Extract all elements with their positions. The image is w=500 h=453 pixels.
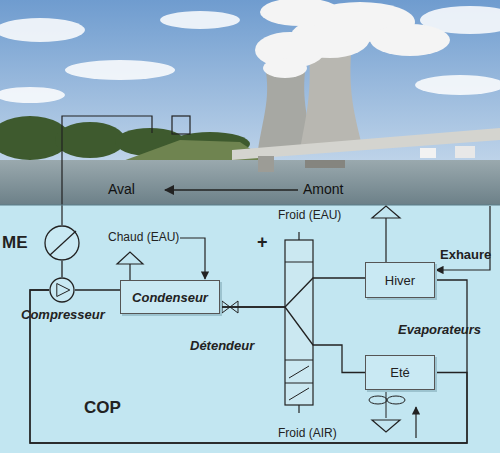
steam [263, 58, 307, 78]
pump-triangle [57, 284, 70, 297]
steam [260, 0, 340, 26]
circle-shape [50, 278, 74, 302]
tree [55, 122, 125, 158]
evaporator-box: Hiver [365, 262, 435, 298]
bridge-deck [232, 128, 500, 160]
clouds [0, 6, 500, 103]
pipe-label: Exhaure [440, 247, 491, 262]
fan-shaft [386, 390, 387, 418]
cop-label: COP [84, 398, 121, 418]
pipe-connector [75, 289, 120, 290]
water-label: Froid (EAU) [278, 208, 341, 222]
valve-label: + [257, 232, 268, 253]
pipe-connector [61, 261, 62, 277]
bridge-pier [305, 160, 345, 168]
river [0, 160, 500, 205]
steam [370, 24, 450, 56]
valve-path [289, 366, 309, 378]
water-label: Chaud (EAU) [108, 230, 179, 244]
cloud [415, 75, 500, 95]
cloud [160, 11, 240, 29]
water-inlet-arrow [180, 238, 205, 279]
water-intake-pipe [62, 116, 152, 225]
valve-divider [285, 262, 313, 263]
air-label: Froid (AIR) [278, 426, 337, 440]
pipe-connector [30, 280, 467, 443]
group-label: Evaporateurs [398, 322, 481, 337]
condenser-box: Condenseur [120, 280, 220, 314]
motor-circle: ME [44, 225, 80, 261]
compressor-circle: Compresseur [49, 277, 75, 303]
cloud [65, 60, 175, 80]
output-triangle [372, 420, 400, 432]
valve-path [289, 388, 309, 400]
air-inlet-arrow [415, 407, 416, 438]
evaporator-box: Eté [365, 355, 435, 390]
valve-divider [285, 383, 313, 384]
fan-blade [387, 396, 405, 404]
water-pipe [385, 218, 386, 262]
four-way-valve [285, 240, 313, 405]
bridge-pier [258, 156, 274, 172]
node-text: Hiver [385, 273, 415, 288]
variable-slash [50, 231, 76, 255]
node-text: Eté [390, 365, 410, 380]
node-text: ME [2, 233, 28, 253]
cloud [0, 87, 65, 103]
valve-divider [285, 360, 313, 361]
node-text: Condenseur [132, 290, 208, 305]
water-pipe [129, 264, 130, 280]
house [420, 148, 436, 158]
fan-blade [369, 396, 387, 404]
valve-stem [298, 405, 299, 413]
cloud [0, 18, 85, 42]
flow-label: Aval [108, 181, 135, 197]
house [455, 146, 475, 158]
pipe-connector [220, 278, 365, 307]
fan-symbol [369, 390, 405, 418]
output-triangle [117, 252, 143, 264]
steam-plume [255, 0, 450, 78]
output-triangle [372, 206, 400, 218]
circle-outline [44, 225, 80, 261]
flow-arrow [165, 189, 298, 191]
component-label: Détendeur [190, 338, 254, 353]
node-text: Compresseur [21, 307, 105, 322]
circle-outline [49, 277, 75, 303]
circle-shape [45, 226, 79, 260]
valve-stem [298, 232, 299, 240]
panel-border [0, 205, 500, 206]
intake-structure [172, 116, 190, 134]
flow-label: Amont [303, 181, 343, 197]
